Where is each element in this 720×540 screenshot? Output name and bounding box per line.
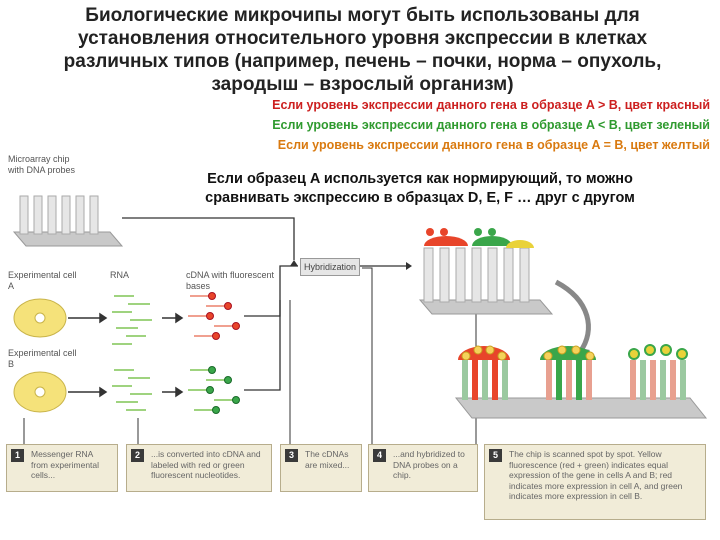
title-line-1: Биологические микрочипы могут быть испол… — [85, 5, 640, 26]
rule-red: Если уровень экспрессии данного гена в о… — [272, 98, 710, 112]
step-number-3: 3 — [285, 449, 298, 462]
normalization-note: Если образец A используется как нормирую… — [140, 170, 700, 208]
label-cell-a: Experimental cell A — [8, 270, 77, 291]
rule-green: Если уровень экспрессии данного гена в о… — [272, 118, 710, 132]
step-box-5: 5 The chip is scanned spot by spot. Yell… — [484, 444, 706, 520]
normalization-line-1: Если образец A используется как нормирую… — [207, 171, 633, 187]
scanned-chip-illustration — [454, 344, 708, 419]
step-text-1: Messenger RNA from experimental cells... — [31, 449, 100, 480]
title-line-2: установления относительного уровня экспр… — [77, 28, 648, 49]
label-cell-b: Experimental cell B — [8, 348, 77, 369]
step-number-4: 4 — [373, 449, 386, 462]
microarray-chip-illustration — [12, 195, 124, 247]
normalization-line-2: сравнивать экспрессию в образцах D, E, F… — [205, 190, 635, 206]
step-number-1: 1 — [11, 449, 24, 462]
rule-yellow: Если уровень экспрессии данного гена в о… — [277, 138, 710, 152]
step-number-2: 2 — [131, 449, 144, 462]
slide-title: Биологические микрочипы могут быть испол… — [20, 4, 705, 96]
step-box-3: 3 The cDNAs are mixed... — [280, 444, 362, 492]
step-text-3: The cDNAs are mixed... — [305, 449, 350, 470]
label-cdna: cDNA with fluorescent bases — [186, 270, 275, 291]
step-number-5: 5 — [489, 449, 502, 462]
label-microarray-chip: Microarray chip with DNA probes — [8, 154, 76, 175]
hybridization-label: Hybridization — [300, 258, 360, 276]
title-line-3: различных типов (например, печень – почк… — [63, 51, 662, 72]
step-box-2: 2 ...is converted into cDNA and labeled … — [126, 444, 272, 492]
step-box-4: 4 ...and hybridized to DNA probes on a c… — [368, 444, 478, 492]
title-line-4: зародыш – взрослый организм) — [211, 74, 514, 95]
step-text-4: ...and hybridized to DNA probes on a chi… — [393, 449, 465, 480]
label-rna: RNA — [110, 270, 130, 280]
hybridized-chip-illustration — [418, 228, 554, 315]
step-text-2: ...is converted into cDNA and labeled wi… — [151, 449, 261, 480]
step-text-5: The chip is scanned spot by spot. Yellow… — [509, 449, 683, 501]
step-box-1: 1 Messenger RNA from experimental cells.… — [6, 444, 118, 492]
